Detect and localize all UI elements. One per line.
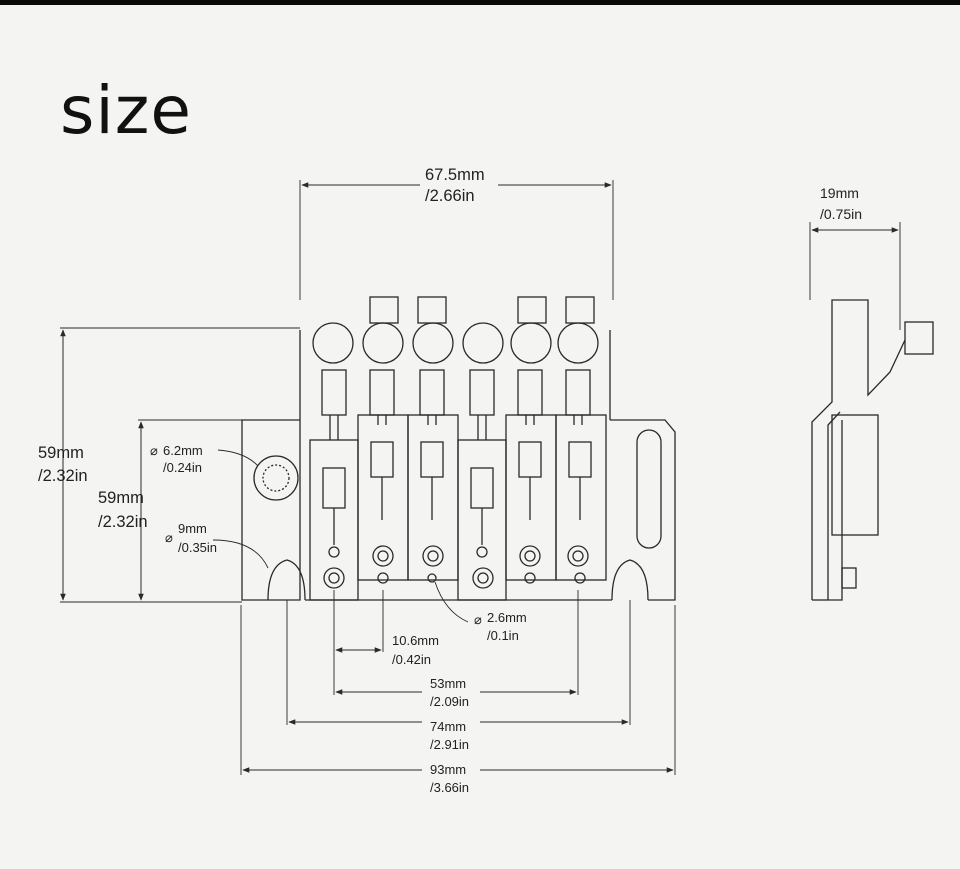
extension-lines	[60, 180, 901, 775]
fine-tuners	[312, 296, 599, 440]
label-screw-small-mm: 2.6mm	[487, 610, 527, 625]
mount-slot-right	[636, 429, 662, 549]
label-top-width-in: /2.66in	[425, 187, 475, 205]
label-base-width-mm: 93mm	[430, 762, 466, 777]
label-height-outer-in: /2.32in	[38, 467, 88, 485]
label-side-depth-mm: 19mm	[820, 185, 859, 201]
label-slot-dia-mm: 9mm	[178, 521, 207, 536]
label-hole-large-mm: 6.2mm	[163, 443, 203, 458]
base-plate	[241, 330, 676, 601]
label-string-span-mm: 53mm	[430, 676, 466, 691]
label-base-width-in: /3.66in	[430, 780, 469, 795]
diameter-symbol: ⌀	[474, 612, 482, 627]
diameter-symbol: ⌀	[150, 443, 158, 458]
label-saddle-spacing-mm: 10.6mm	[392, 633, 439, 648]
diameter-symbol: ⌀	[165, 530, 173, 545]
dimension-arrows	[60, 182, 899, 773]
mount-hole-left	[253, 455, 299, 501]
label-top-width-mm: 67.5mm	[425, 166, 485, 184]
top-bar	[0, 0, 960, 5]
page-title: size	[60, 72, 192, 149]
side-view	[811, 299, 934, 601]
label-side-depth-in: /0.75in	[820, 206, 862, 222]
label-hole-large-in: /0.24in	[163, 460, 202, 475]
label-mount-span-in: /2.91in	[430, 737, 469, 752]
label-string-span-in: /2.09in	[430, 694, 469, 709]
label-slot-dia-in: /0.35in	[178, 540, 217, 555]
label-saddle-spacing-in: /0.42in	[392, 652, 431, 667]
label-screw-small-in: /0.1in	[487, 628, 519, 643]
label-height-inner-mm: 59mm	[98, 489, 144, 507]
saddles	[309, 414, 607, 601]
label-height-inner-in: /2.32in	[98, 513, 148, 531]
label-height-outer-mm: 59mm	[38, 444, 84, 462]
label-mount-span-mm: 74mm	[430, 719, 466, 734]
